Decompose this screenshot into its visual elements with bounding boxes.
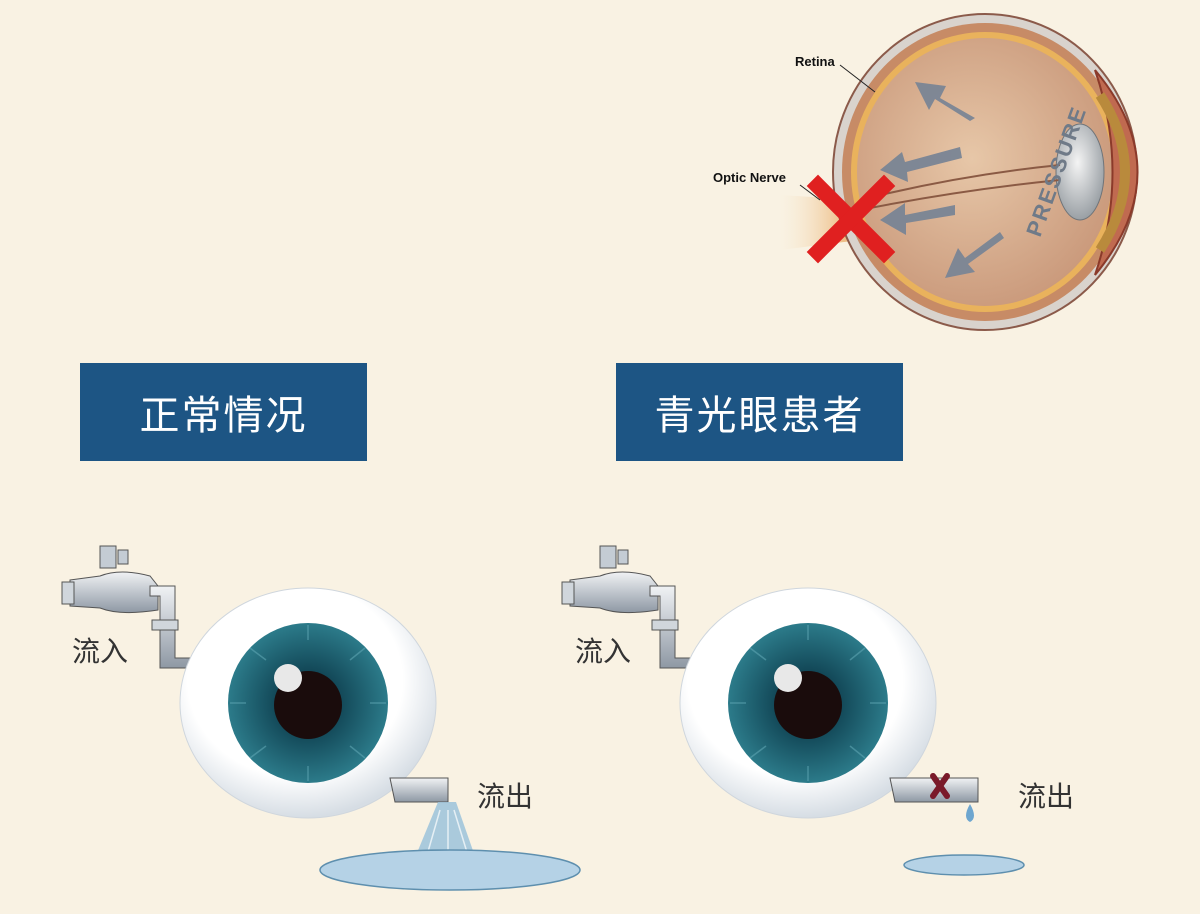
eye-highlight (774, 664, 802, 692)
cornea (1094, 69, 1139, 276)
pressure-arrows (880, 82, 1004, 278)
vitreous-body (857, 38, 1113, 306)
eye-cross-section-diagram: PRESSURE (780, 13, 1139, 331)
blockage-icon (930, 773, 950, 799)
glaucoma-eye-illustration (561, 545, 1025, 876)
glaucoma-panel-title: 青光眼患者 (616, 363, 903, 461)
outflow-pipe (389, 777, 449, 803)
inflow-faucet (561, 545, 701, 669)
water-puddle (319, 849, 581, 891)
normal-outflow-label: 流出 (477, 780, 534, 813)
water-drip (966, 804, 974, 822)
glaucoma-inflow-label: 流入 (575, 635, 632, 668)
normal-inflow-label: 流入 (72, 635, 129, 668)
blocked-x-icon (806, 174, 896, 264)
optic-nerve-label: Optic Nerve (713, 170, 786, 185)
optic-nerve-leader (799, 184, 821, 201)
glaucoma-outflow-label: 流出 (1018, 780, 1075, 813)
eye-highlight (274, 664, 302, 692)
water-puddle (903, 854, 1025, 876)
lens (1055, 123, 1105, 221)
normal-panel-title: 正常情况 (80, 363, 367, 461)
retina-leader (839, 64, 876, 93)
retina-label: Retina (795, 54, 835, 69)
normal-eye-illustration (61, 545, 581, 891)
